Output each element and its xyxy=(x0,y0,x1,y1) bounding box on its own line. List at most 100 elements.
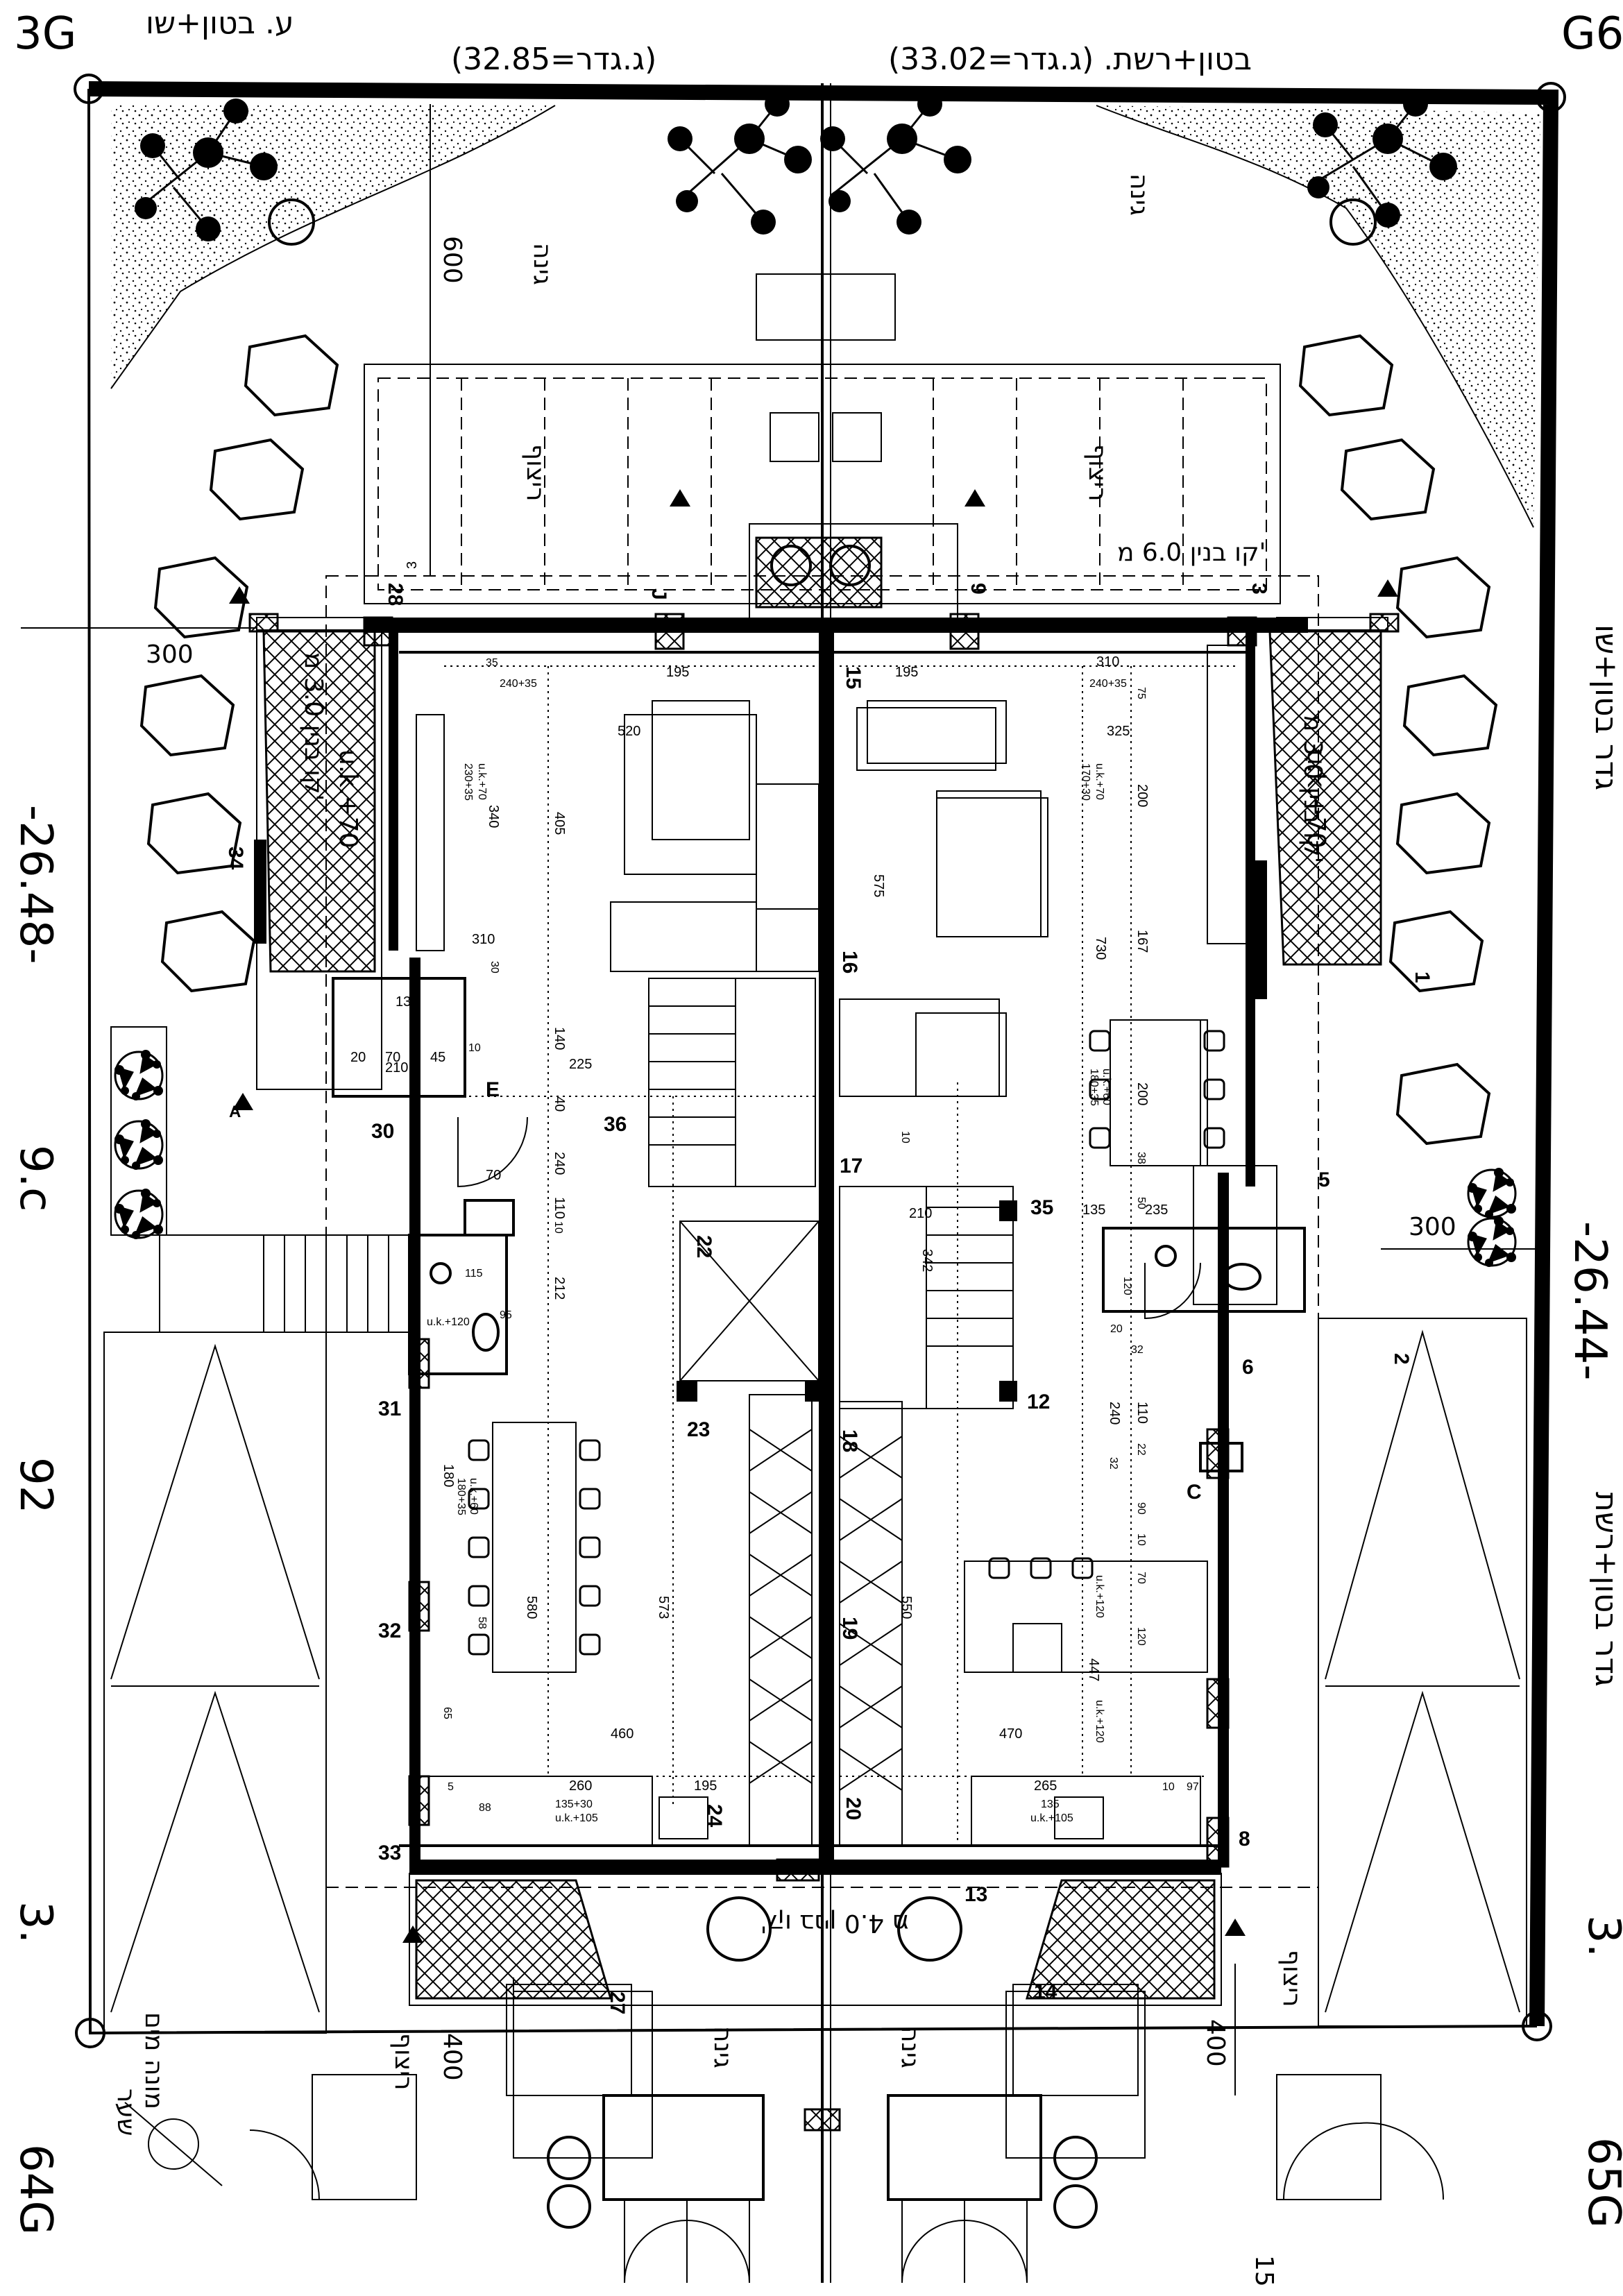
svg-text:30: 30 xyxy=(371,1120,394,1143)
svg-text:167: 167 xyxy=(1135,930,1150,953)
svg-text:22: 22 xyxy=(1135,1443,1147,1456)
svg-text:ריצוף: ריצוף xyxy=(1277,1950,1306,2007)
svg-text:14: 14 xyxy=(1034,1980,1057,2003)
top-terrace: 3 xyxy=(364,273,1281,622)
front-garden xyxy=(506,1984,1139,2096)
svg-text:5: 5 xyxy=(1318,1168,1330,1191)
svg-text:92: 92 xyxy=(10,1457,61,1513)
svg-text:31: 31 xyxy=(378,1397,401,1420)
svg-text:310: 310 xyxy=(1096,654,1119,670)
dims-left-unit: 35 240+35 195 520 405 340 230+35 u.k.+70… xyxy=(350,657,717,1824)
svg-text:15: 15 xyxy=(1250,2255,1278,2287)
setback-bottom-left: 400 xyxy=(438,2033,466,2081)
exterior-walls xyxy=(254,617,1388,1875)
svg-text:97: 97 xyxy=(1187,1781,1199,1793)
svg-text:40: 40 xyxy=(552,1096,567,1112)
svg-text:u.k.+70: u.k.+70 xyxy=(1302,749,1330,849)
zone-labels: גינה גינה ריצוף ריצוף ריצוף ריצוף גינה ג… xyxy=(112,173,1306,2136)
svg-text:10: 10 xyxy=(552,1221,564,1234)
svg-text:שער: שער xyxy=(112,2089,140,2136)
svg-text:u.k.+120: u.k.+120 xyxy=(1094,1700,1105,1743)
svg-text:u.k.+70: u.k.+70 xyxy=(1094,763,1105,800)
svg-text:225: 225 xyxy=(569,1057,592,1072)
svg-text:50: 50 xyxy=(1135,1197,1147,1209)
building-line-labels: קו בנין 6.0 מ' קו בנין 4.0 מ' קו בנין 3.… xyxy=(299,538,1327,1937)
svg-text:180: 180 xyxy=(441,1464,456,1487)
svg-text:3: 3 xyxy=(405,561,420,569)
svg-text:u.k.+60: u.k.+60 xyxy=(468,1478,479,1515)
svg-text:195: 195 xyxy=(895,665,918,680)
svg-text:35: 35 xyxy=(1030,1196,1053,1219)
svg-text:u.k.+70: u.k.+70 xyxy=(334,749,362,849)
svg-text:10: 10 xyxy=(899,1131,911,1143)
svg-text:u.k.+60: u.k.+60 xyxy=(1101,1069,1112,1105)
header-labels: ע. בטון+שו (ג.גדר=32.85) (ג.גדר=33.02) .… xyxy=(146,6,1623,1687)
svg-text:230+35: 230+35 xyxy=(462,763,474,801)
svg-text:2: 2 xyxy=(1390,1353,1413,1365)
svg-text:12: 12 xyxy=(1027,1391,1050,1413)
svg-text:70: 70 xyxy=(385,1050,400,1065)
svg-text:13: 13 xyxy=(965,1883,987,1906)
svg-text:405: 405 xyxy=(552,812,567,835)
svg-text:22: 22 xyxy=(692,1235,715,1258)
svg-text:195: 195 xyxy=(694,1778,717,1794)
svg-text:212: 212 xyxy=(552,1277,567,1300)
plot-length-left: -26.48- xyxy=(10,805,61,964)
svg-text:200: 200 xyxy=(1135,1082,1150,1105)
svg-text:447: 447 xyxy=(1086,1658,1101,1681)
svg-text:24: 24 xyxy=(703,1804,726,1828)
svg-text:גינה: גינה xyxy=(1125,173,1153,216)
svg-text:58: 58 xyxy=(476,1617,488,1629)
svg-text:95: 95 xyxy=(500,1309,512,1321)
svg-text:265: 265 xyxy=(1034,1778,1057,1794)
svg-text:470: 470 xyxy=(999,1726,1022,1742)
svg-text:30: 30 xyxy=(488,961,500,973)
svg-text:3.: 3. xyxy=(1578,1915,1623,1957)
svg-text:90: 90 xyxy=(1135,1502,1147,1515)
svg-text:u.k.+105: u.k.+105 xyxy=(555,1812,598,1824)
svg-text:8: 8 xyxy=(1239,1828,1250,1851)
svg-text:u.k.+120: u.k.+120 xyxy=(1094,1575,1105,1618)
svg-text:3: 3 xyxy=(1248,583,1271,595)
svg-text:88: 88 xyxy=(479,1802,491,1814)
svg-text:240+35: 240+35 xyxy=(1089,678,1127,690)
svg-text:235: 235 xyxy=(1145,1202,1168,1218)
window-notes: u.k.+70 u.k.+70 xyxy=(334,749,1330,849)
svg-text:10: 10 xyxy=(468,1042,481,1054)
svg-text:18: 18 xyxy=(838,1429,861,1452)
front-porch xyxy=(409,1873,1222,2006)
section-markers xyxy=(229,489,1398,1943)
svg-text:C: C xyxy=(1187,1481,1202,1504)
svg-text:342: 342 xyxy=(919,1249,935,1272)
svg-text:65: 65 xyxy=(441,1707,453,1719)
svg-text:19: 19 xyxy=(838,1617,861,1640)
svg-text:גינה: גינה xyxy=(896,2026,924,2068)
svg-text:115: 115 xyxy=(465,1268,483,1279)
plot-length-right: -26.44- xyxy=(1564,1221,1615,1380)
svg-text:32: 32 xyxy=(378,1619,401,1642)
svg-text:27: 27 xyxy=(606,1991,629,2014)
svg-text:180+35: 180+35 xyxy=(455,1478,467,1515)
svg-text:240: 240 xyxy=(552,1152,567,1175)
svg-text:23: 23 xyxy=(687,1418,710,1441)
fence-label-right: גדר בטון+שו xyxy=(1588,624,1623,790)
svg-text:70: 70 xyxy=(1135,1572,1147,1584)
svg-text:550: 550 xyxy=(899,1596,914,1619)
svg-text:6: 6 xyxy=(1242,1356,1254,1379)
svg-text:5: 5 xyxy=(448,1781,454,1793)
front-steps xyxy=(110,1026,410,1333)
svg-text:20: 20 xyxy=(1110,1323,1123,1335)
svg-text:17: 17 xyxy=(840,1155,863,1177)
svg-text:120: 120 xyxy=(1135,1627,1147,1646)
setback-top: 600 xyxy=(438,236,466,284)
svg-text:45: 45 xyxy=(430,1050,445,1065)
building-line xyxy=(325,575,1319,1888)
svg-text:ריצוף: ריצוף xyxy=(1083,444,1112,502)
svg-text:110: 110 xyxy=(552,1197,567,1219)
svg-text:32: 32 xyxy=(1107,1457,1119,1470)
svg-text:240+35: 240+35 xyxy=(500,678,537,690)
building-line-right: קו בנין 3.0 מ' xyxy=(1298,715,1327,863)
entrance-gate xyxy=(124,1991,1445,2284)
svg-text:u.k.+120: u.k.+120 xyxy=(427,1316,470,1328)
svg-text:70: 70 xyxy=(486,1168,501,1183)
